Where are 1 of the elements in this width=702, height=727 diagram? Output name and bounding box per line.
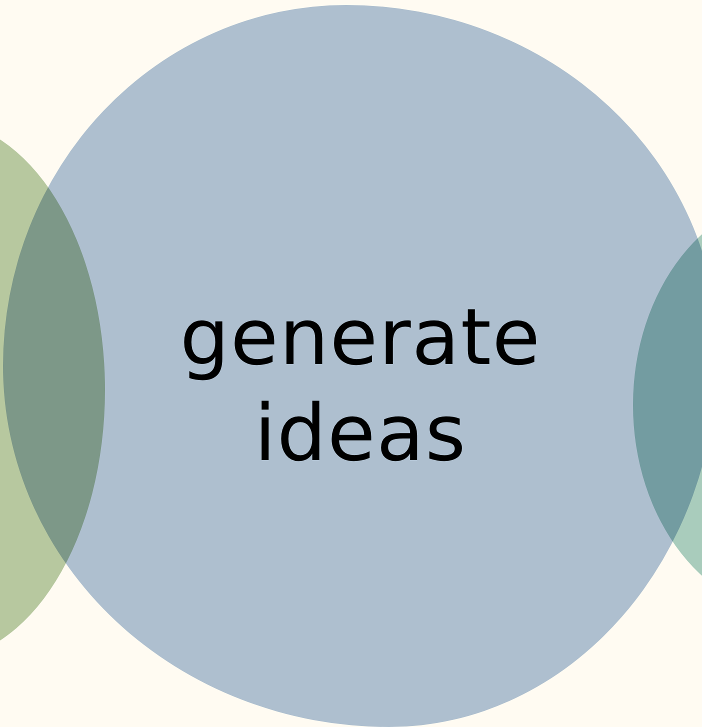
bubble-label: generate ideas bbox=[178, 292, 542, 481]
